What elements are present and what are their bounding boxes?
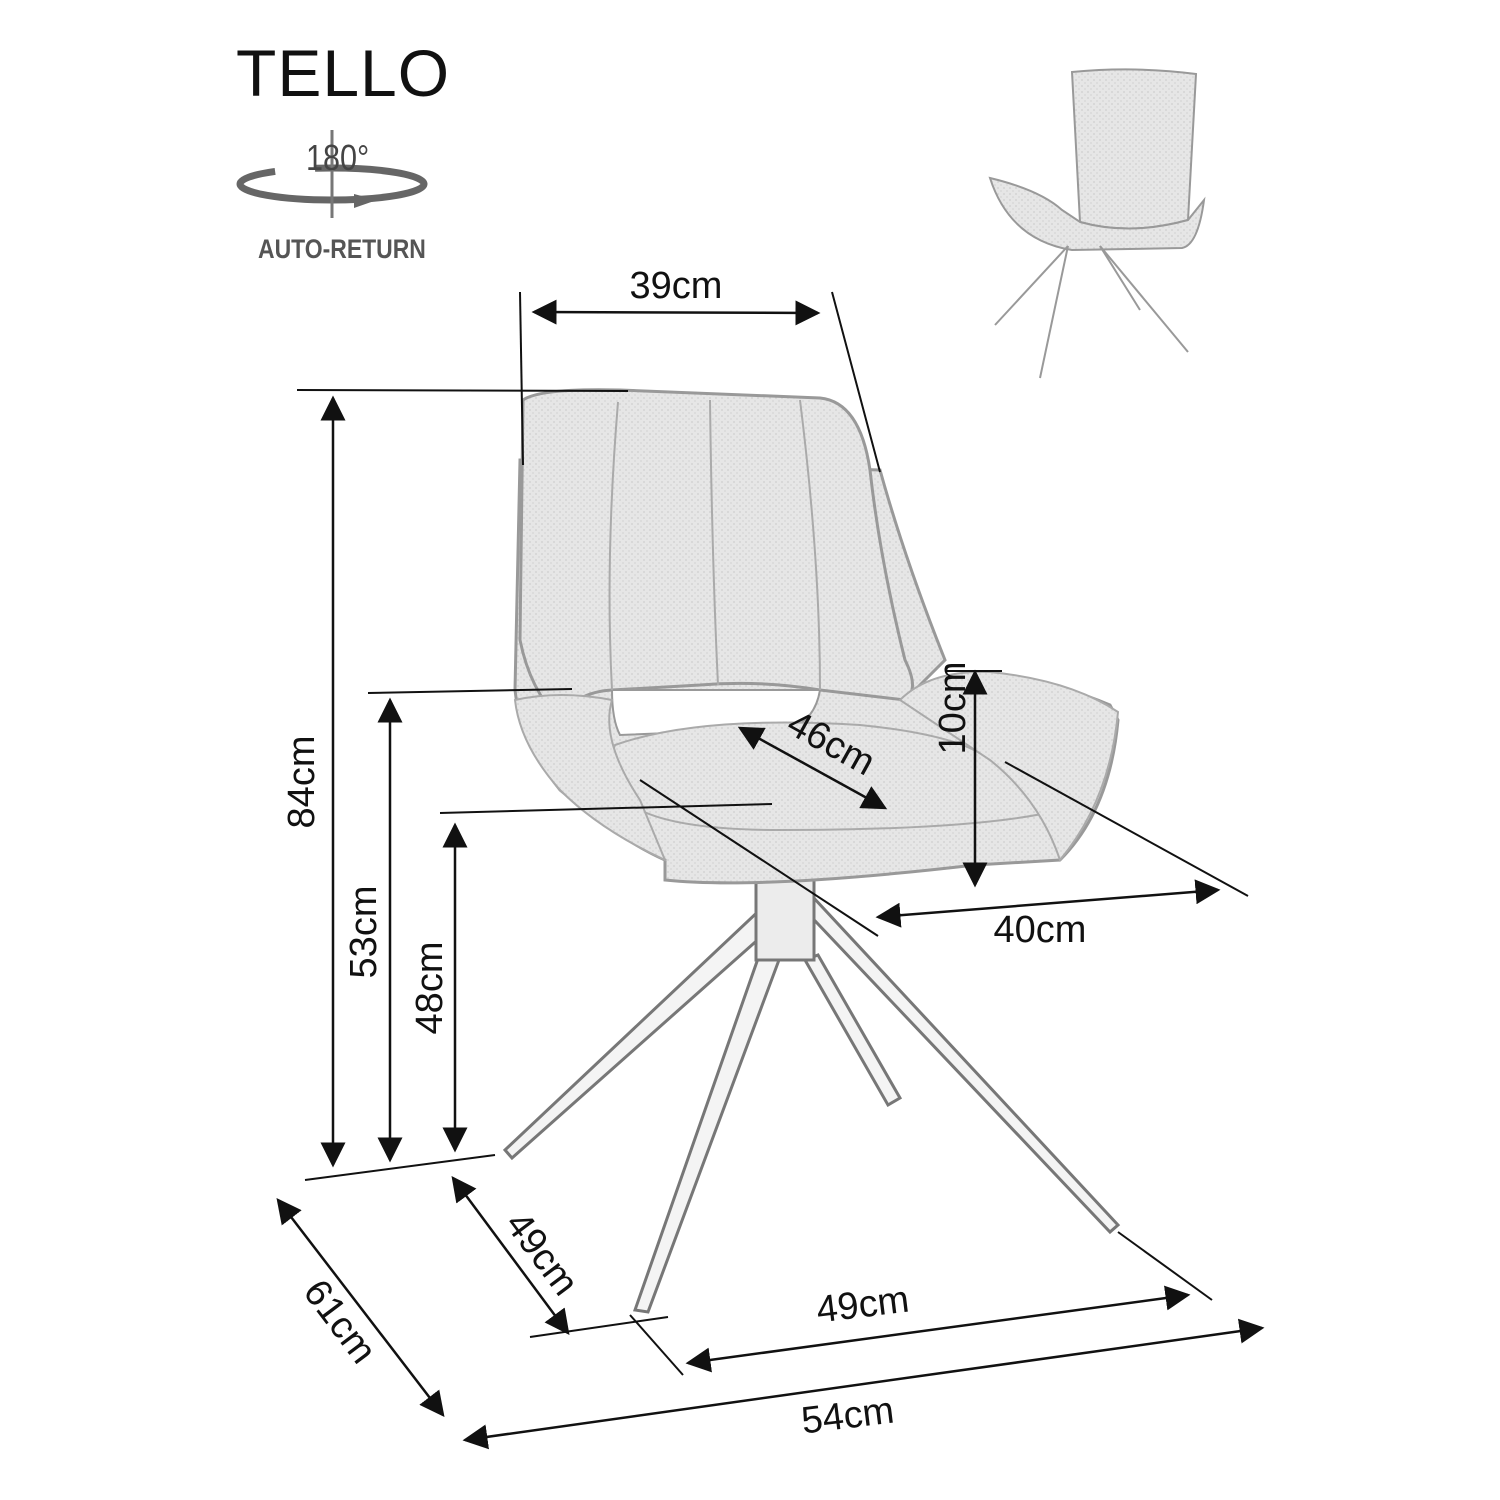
backrest-seam bbox=[799, 399, 821, 691]
arrow-overall-width bbox=[462, 1318, 1265, 1450]
arrow-overall-depth bbox=[276, 1198, 445, 1417]
rotation-icon bbox=[236, 130, 428, 218]
label-seat-width: 40cm bbox=[994, 909, 1087, 951]
arrow-backrest-width bbox=[531, 299, 821, 326]
rear-view-chair bbox=[988, 68, 1206, 379]
auto-return-label: AUTO-RETURN bbox=[258, 234, 426, 264]
main-chair bbox=[502, 388, 1121, 1314]
backrest-seam bbox=[608, 401, 619, 691]
label-armrest-thickness: 10cm bbox=[932, 662, 974, 755]
label-overall-width: 54cm bbox=[799, 1390, 896, 1443]
label-seat-height: 48cm bbox=[409, 942, 451, 1035]
arrow-seat-depth bbox=[737, 726, 888, 810]
rotation-angle-label: 180° bbox=[306, 137, 370, 178]
rear-leg bbox=[1039, 245, 1069, 379]
label-armrest-height: 53cm bbox=[343, 886, 385, 979]
arrow-seat-width bbox=[875, 879, 1221, 928]
backrest-seam bbox=[709, 399, 719, 686]
arrow-base-width bbox=[685, 1285, 1191, 1373]
label-base-width: 49cm bbox=[814, 1279, 911, 1332]
rear-leg bbox=[994, 245, 1069, 326]
label-backrest-width: 39cm bbox=[630, 265, 723, 307]
rear-seat bbox=[988, 176, 1206, 252]
label-total-height: 84cm bbox=[281, 736, 323, 829]
chair-swivel-column bbox=[754, 878, 816, 962]
chair-backrest bbox=[518, 388, 914, 723]
dimension-arrows bbox=[276, 299, 1265, 1450]
rear-backrest bbox=[1070, 68, 1198, 230]
chair-base bbox=[502, 878, 1121, 1314]
rear-leg bbox=[1099, 245, 1141, 311]
product-title: TELLO bbox=[236, 36, 451, 110]
chair-arm-left bbox=[513, 694, 667, 862]
arrow-base-depth bbox=[451, 1175, 570, 1336]
rear-leg bbox=[1099, 245, 1189, 353]
